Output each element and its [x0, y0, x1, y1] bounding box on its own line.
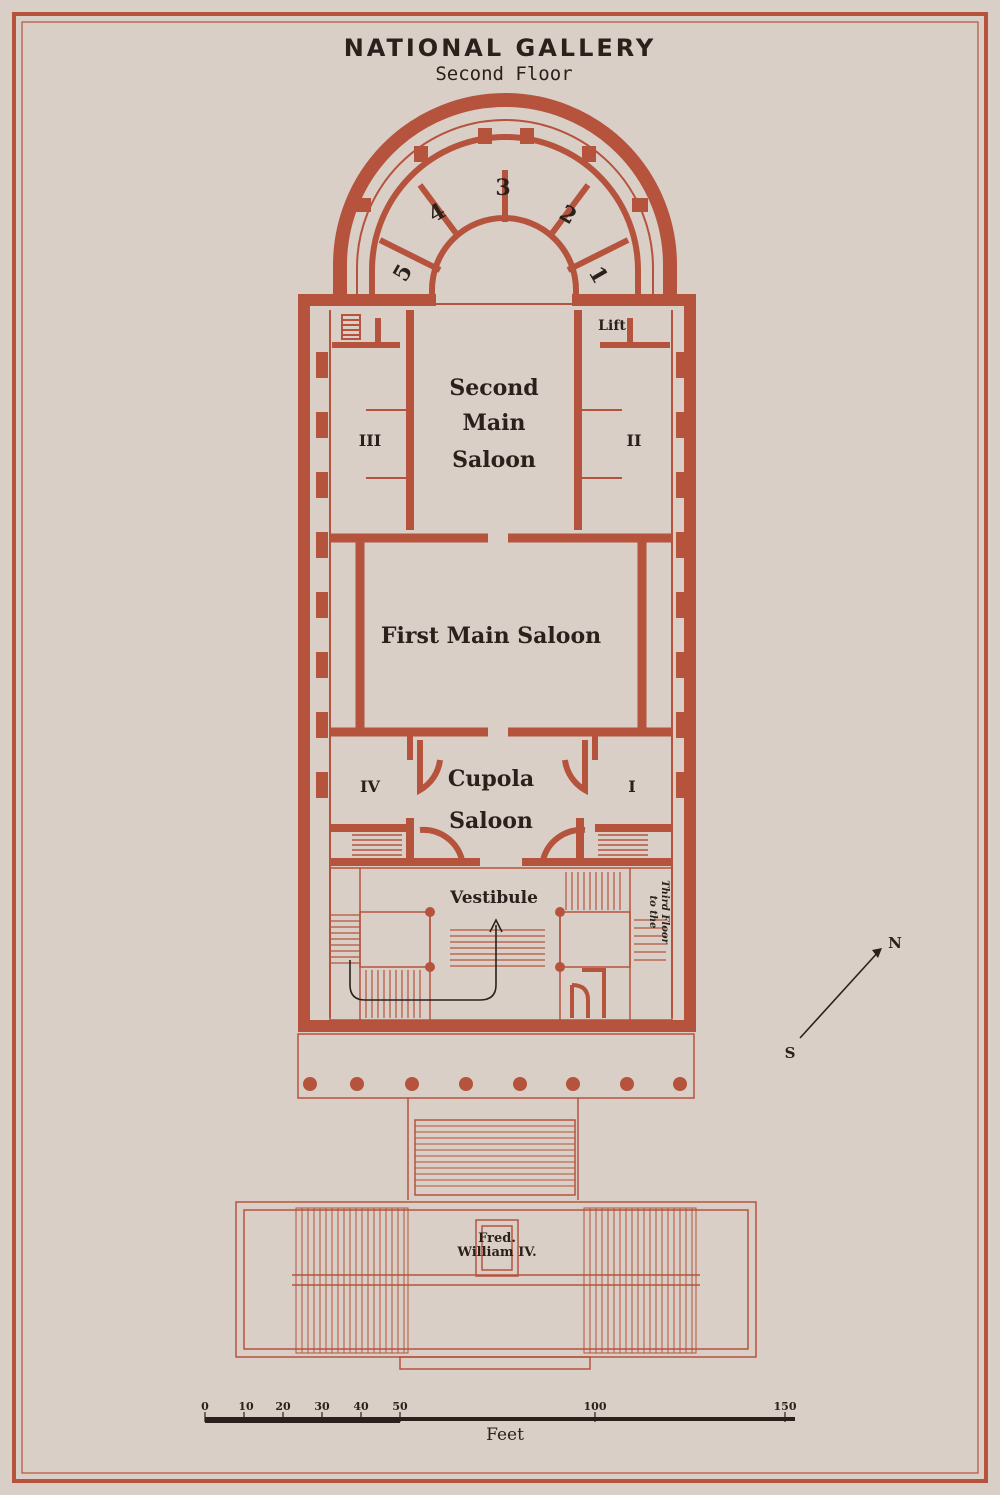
scale-tick-50: 50 — [392, 1400, 408, 1413]
room-label-cupola-1: Cupola — [448, 766, 534, 792]
map-border — [12, 12, 988, 1483]
room-label-I: I — [628, 777, 635, 796]
scale-unit: Feet — [486, 1425, 524, 1445]
north-arrow: N S — [785, 934, 903, 1062]
compass-south-label: S — [785, 1044, 796, 1062]
room-label-cupola-2: Saloon — [449, 808, 533, 834]
room-label-second-main-2: Main — [463, 410, 526, 436]
scale-tick-20: 20 — [275, 1400, 291, 1413]
statue-label-1: Fred. — [478, 1231, 516, 1246]
scale-tick-0: 0 — [201, 1400, 209, 1413]
room-label-lift: Lift — [598, 318, 626, 334]
stair-note-line-2: Third Floor — [659, 880, 670, 944]
room-label-II: II — [627, 431, 642, 450]
room-label-second-main-3: Saloon — [452, 447, 536, 473]
room-label-vestibule: Vestibule — [449, 888, 538, 908]
compass-north-label: N — [888, 934, 902, 952]
scale-tick-150: 150 — [774, 1400, 797, 1413]
map-subtitle: Second Floor — [435, 63, 572, 85]
room-label-3: 3 — [495, 175, 510, 201]
scale-tick-10: 10 — [238, 1400, 254, 1413]
scale-bar: 0 10 20 30 40 50 100 150 Feet — [201, 1400, 797, 1445]
scale-tick-30: 30 — [314, 1400, 330, 1413]
building-plan — [235, 93, 757, 1370]
stair-note-line-1: to the — [647, 895, 658, 928]
room-label-IV: IV — [360, 777, 380, 796]
statue-label-2: William IV. — [456, 1245, 536, 1260]
scale-tick-40: 40 — [353, 1400, 369, 1413]
map-title: NATIONAL GALLERY — [344, 34, 657, 62]
room-label-III: III — [359, 431, 381, 450]
room-label-first-main-saloon: First Main Saloon — [381, 623, 601, 649]
room-label-second-main-1: Second — [449, 375, 538, 401]
scale-tick-100: 100 — [584, 1400, 607, 1413]
